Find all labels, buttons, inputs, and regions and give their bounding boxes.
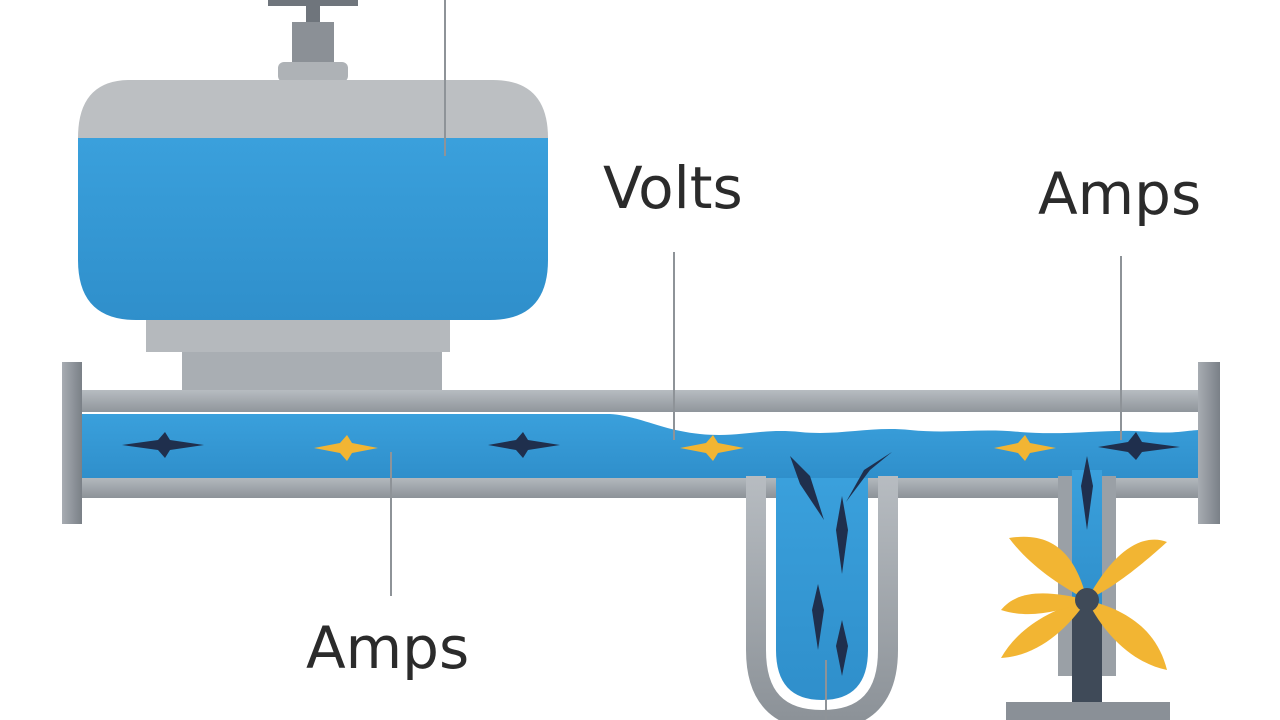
flange-left <box>62 362 82 524</box>
tank <box>78 62 548 394</box>
u-pipe-water <box>776 478 868 700</box>
charge-spark-icon <box>836 620 848 676</box>
charge-spark-icon <box>790 456 824 520</box>
turbine-icon <box>1001 536 1167 670</box>
pipe-water <box>82 414 1200 478</box>
tank-base-top <box>146 320 450 352</box>
turbine-base <box>1006 702 1170 720</box>
charge-spark-icon <box>122 432 204 458</box>
leader-lines <box>390 0 1122 720</box>
valve-icon[interactable] <box>268 0 358 66</box>
charge-spark-icon <box>1081 456 1093 530</box>
charge-spark-icon <box>994 435 1056 461</box>
charge-spark-icon <box>314 435 378 461</box>
charge-sparks <box>122 432 1180 676</box>
main-pipe <box>62 362 1220 524</box>
u-pipe <box>746 476 898 720</box>
charge-spark-icon <box>488 432 560 458</box>
tank-base-neck <box>182 352 442 394</box>
label-amps-top: Amps <box>1038 160 1201 228</box>
tank-water <box>78 138 548 320</box>
turbine-stand <box>1072 610 1102 705</box>
charge-spark-icon <box>1098 432 1180 460</box>
tank-cap <box>78 80 548 142</box>
charge-spark-icon <box>812 584 824 650</box>
charge-spark-icon <box>680 435 744 461</box>
charge-spark-icon <box>836 496 848 574</box>
flange-right <box>1198 362 1220 524</box>
label-amps-bottom: Amps <box>306 614 469 682</box>
label-volts: Volts <box>603 154 743 222</box>
